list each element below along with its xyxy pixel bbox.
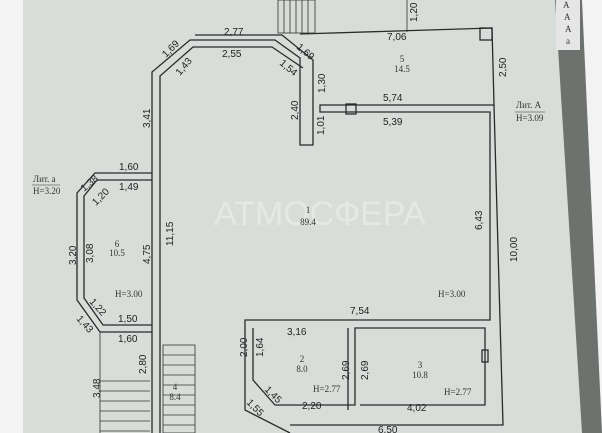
- plan-text: 8.4: [169, 392, 181, 402]
- plan-text: 2: [300, 354, 305, 364]
- plan-text: 5: [400, 54, 405, 64]
- plan-text: H=2.77: [313, 384, 341, 394]
- plan-text: 2,69: [341, 360, 352, 380]
- plan-text: 6,43: [474, 210, 485, 230]
- plan-text: 3,08: [85, 243, 96, 263]
- watermark: АТМОСФЕРА: [214, 195, 426, 233]
- plan-text: H=3.00: [115, 289, 143, 299]
- stairs-left: [99, 332, 150, 433]
- plan-text: 5,74: [383, 93, 403, 104]
- plan-text: 1,20: [409, 2, 420, 22]
- plan-text: 3,20: [68, 245, 79, 265]
- tab-a3: А: [565, 24, 572, 34]
- plan-text: 4: [173, 382, 178, 392]
- plan-text: 4,75: [142, 244, 153, 264]
- lit-annex-label: Лит. а H=3.20: [32, 174, 61, 196]
- plan-text: 10.8: [412, 370, 428, 380]
- plan-text: 10.5: [109, 248, 125, 258]
- plan-text: Лит. А: [516, 100, 542, 110]
- plan-text: Лит. а: [33, 174, 56, 184]
- plan-text: 2,69: [360, 360, 371, 380]
- plan-text: 3: [418, 360, 423, 370]
- stairs-room-4: [162, 344, 196, 433]
- plan-text: 2,40: [290, 100, 301, 120]
- plan-text: 2,50: [498, 57, 509, 77]
- plan-text: 1,50: [118, 314, 138, 325]
- folder-edge: [555, 0, 602, 433]
- plan-text: 5,39: [383, 117, 403, 128]
- stairs-top: [277, 0, 408, 34]
- plan-text: H=2.77: [444, 387, 472, 397]
- plan-text: H=3.00: [438, 289, 466, 299]
- plan-text: H=3.20: [33, 186, 61, 196]
- plan-text: 1,60: [119, 162, 139, 173]
- plan-text: 6: [115, 239, 120, 249]
- plan-text: 2,00: [239, 337, 250, 357]
- plan-text: 1,49: [119, 182, 139, 193]
- plan-text: 3,48: [92, 378, 103, 398]
- plan-text: 3,41: [142, 108, 153, 128]
- lit-main-label: Лит. А H=3.09: [515, 100, 545, 123]
- plan-text: 4,02: [407, 403, 427, 414]
- tab-a2: А: [564, 12, 571, 22]
- plan-text: 89.4: [300, 217, 316, 227]
- plan-text: 11,15: [165, 221, 176, 246]
- plan-text: 1,30: [317, 73, 328, 93]
- plan-text: 14.5: [394, 64, 410, 74]
- room-5: 5 14.5: [394, 54, 410, 74]
- room-1: 1 89.4 H=3.00: [300, 205, 466, 299]
- room-6: 6 10.5 H=3.00: [109, 239, 143, 299]
- tab-a1: А: [563, 0, 570, 10]
- plan-text: 7,06: [387, 32, 407, 43]
- legend-tabs: А А А а: [556, 0, 580, 50]
- room-4: 4 8.4: [169, 382, 181, 402]
- paper-sheet: [23, 0, 582, 433]
- plan-text: 1,60: [118, 334, 138, 345]
- plan-text: 10,00: [509, 237, 520, 262]
- plan-text: 6,50: [378, 425, 398, 433]
- room-3: 3 10.8 H=2.77: [412, 360, 472, 397]
- room-2: 2 8.0 H=2.77: [296, 354, 340, 394]
- plan-text: 3,16: [287, 327, 307, 338]
- plan-text: 2,55: [222, 49, 242, 60]
- plan-text: 1,64: [255, 337, 266, 357]
- plan-text: 2,20: [302, 401, 322, 412]
- plan-text: 8.0: [296, 364, 308, 374]
- plan-text: 1,01: [316, 115, 327, 135]
- plan-text: H=3.09: [516, 113, 544, 123]
- plan-text: 2,77: [224, 27, 244, 38]
- tab-a4: а: [566, 36, 570, 46]
- plan-text: 7,54: [350, 306, 370, 317]
- plan-text: 2,80: [138, 354, 149, 374]
- walls: [76, 27, 504, 433]
- plan-text: 1: [306, 205, 311, 215]
